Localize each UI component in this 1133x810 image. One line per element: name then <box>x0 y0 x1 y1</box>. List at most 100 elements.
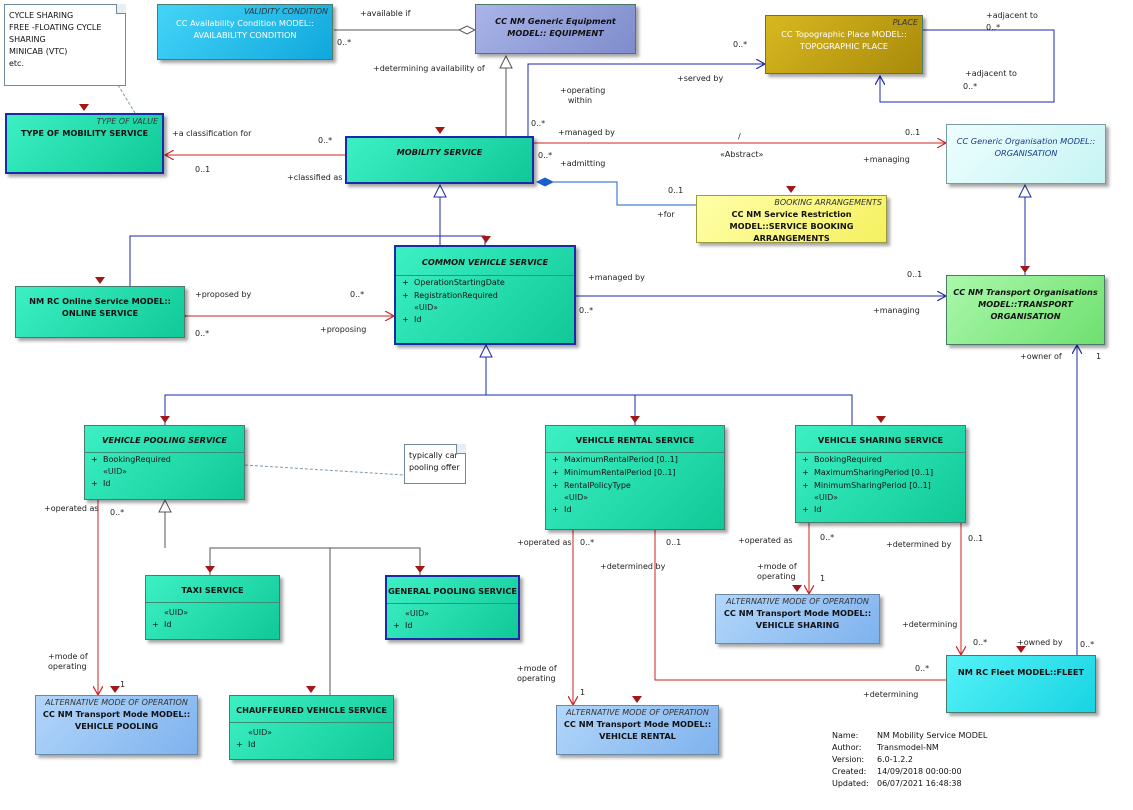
attribute-name: Id <box>814 505 822 514</box>
label-served-by: +served by <box>677 74 724 83</box>
class-title: VEHICLE RENTAL SERVICE <box>575 435 695 445</box>
class-title: CC NM Service Restriction MODEL::SERVICE… <box>729 209 854 243</box>
attribute-name: RegistrationRequired <box>414 291 498 300</box>
label-multiplicity: 0..* <box>820 533 835 542</box>
class-type-of-mobility-service[interactable]: TYPE OF VALUE TYPE OF MOBILITY SERVICE <box>5 113 164 174</box>
label-multiplicity: 0..* <box>986 23 1001 32</box>
class-title: VEHICLE SHARING SERVICE <box>817 435 944 445</box>
class-divider <box>387 603 518 604</box>
label-classification-for: +a classification for <box>172 129 252 138</box>
meta-updated: 06/07/2021 16:48:38 <box>877 779 962 788</box>
label-multiplicity: 1 <box>820 574 826 583</box>
label-operated-as: +operated as <box>738 536 793 545</box>
label-classified-as: +classified as <box>287 173 343 182</box>
class-vehicle-sharing-service[interactable]: VEHICLE SHARING SERVICE +BookingRequired… <box>795 425 966 523</box>
class-vehicle-pooling-service[interactable]: VEHICLE POOLING SERVICE +BookingRequired… <box>84 425 245 500</box>
class-taxi-service[interactable]: TAXI SERVICE «UID» +Id <box>145 575 280 640</box>
class-attribute: +BookingRequired <box>802 455 882 464</box>
attribute-name: Id <box>164 620 172 629</box>
class-transport-organisation[interactable]: CC NM Transport Organisations MODEL::TRA… <box>946 275 1105 345</box>
class-title: TAXI SERVICE <box>181 585 244 595</box>
assoc-rental-fleet <box>654 530 946 681</box>
label-operating-within: +operating within <box>560 86 606 105</box>
class-mobility-service[interactable]: MOBILITY SERVICE <box>345 136 534 184</box>
label-multiplicity: 0..1 <box>195 165 211 174</box>
label-multiplicity: 0..* <box>538 151 553 160</box>
label-multiplicity: 0..* <box>579 306 594 315</box>
note-line: SHARING <box>9 35 46 44</box>
class-availability-condition[interactable]: VALIDITY CONDITION CC Availability Condi… <box>157 4 333 60</box>
note-line: MINICAB (VTC) <box>9 47 68 56</box>
label-multiplicity: 0..1 <box>905 128 921 137</box>
class-marker <box>876 416 886 423</box>
class-title: CHAUFFEURED VEHICLE SERVICE <box>236 705 387 715</box>
class-topographic-place[interactable]: PLACE CC Topographic Place MODEL:: TOPOG… <box>765 15 923 74</box>
stereotype-label: ALTERNATIVE MODE OF OPERATION <box>566 708 709 717</box>
diagram-metadata: Name:NM Mobility Service MODEL Author:Tr… <box>832 730 987 790</box>
class-attribute: +Id <box>552 505 572 514</box>
class-alt-mode-vehicle-sharing[interactable]: ALTERNATIVE MODE OF OPERATION CC NM Tran… <box>715 594 880 644</box>
label-multiplicity: 0..* <box>915 664 930 673</box>
label-proposed-by: +proposed by <box>195 290 252 299</box>
class-attribute: +RentalPolicyType <box>552 481 631 490</box>
class-equipment[interactable]: CC NM Generic Equipment MODEL:: EQUIPMEN… <box>475 4 636 54</box>
class-booking-arrangements[interactable]: BOOKING ARRANGEMENTS CC NM Service Restr… <box>696 195 887 243</box>
label-determining: +determining <box>902 620 958 629</box>
class-general-pooling-service[interactable]: GENERAL POOLING SERVICE «UID» +Id <box>385 575 520 640</box>
class-online-service[interactable]: NM RC Online Service MODEL:: ONLINE SERV… <box>15 286 185 338</box>
label-owned-by: +owned by <box>1017 638 1063 647</box>
class-fleet[interactable]: NM RC Fleet MODEL::FLEET <box>946 655 1096 713</box>
class-common-vehicle-service[interactable]: COMMON VEHICLE SERVICE +OperationStartin… <box>394 245 576 345</box>
label-operated-as: +operated as <box>44 504 99 513</box>
label-multiplicity: 0..* <box>733 40 748 49</box>
label-multiplicity: 0..* <box>195 329 210 338</box>
class-marker <box>630 416 640 423</box>
label-abstract: «Abstract» <box>720 150 764 159</box>
class-title: CC NM Transport Mode MODEL:: VEHICLE POO… <box>42 709 191 731</box>
class-divider <box>796 452 965 453</box>
class-title: CC Topographic Place MODEL:: TOPOGRAPHIC… <box>781 29 907 51</box>
class-marker <box>481 236 491 243</box>
class-chauffeured-vehicle-service[interactable]: CHAUFFEURED VEHICLE SERVICE «UID» +Id <box>229 695 394 760</box>
class-alt-mode-vehicle-rental[interactable]: ALTERNATIVE MODE OF OPERATION CC NM Tran… <box>556 705 719 755</box>
class-title: MOBILITY SERVICE <box>396 147 483 157</box>
label-multiplicity: 1 <box>580 688 586 697</box>
label-managing: +managing <box>873 306 920 315</box>
class-alt-mode-vehicle-pooling[interactable]: ALTERNATIVE MODE OF OPERATION CC NM Tran… <box>35 695 198 755</box>
class-attribute: +Id <box>802 505 822 514</box>
attribute-name: Id <box>564 505 572 514</box>
assoc-ms-topographic <box>527 64 765 136</box>
attribute-name: OperationStartingDate <box>414 278 505 287</box>
note-line: CYCLE SHARING <box>9 11 74 20</box>
label-multiplicity: 0..* <box>531 119 546 128</box>
attribute-name: MinimumSharingPeriod [0..1] <box>814 481 931 490</box>
label-determining-availability: +determining availability of <box>373 64 485 73</box>
class-title: CC Generic Organisation MODEL:: ORGANISA… <box>956 136 1096 158</box>
note-anchor-car-pooling <box>244 464 405 476</box>
note-fold <box>456 444 466 454</box>
attribute-name: RentalPolicyType <box>564 481 631 490</box>
label-multiplicity: 0..* <box>580 538 595 547</box>
class-title: CC NM Transport Mode MODEL:: VEHICLE SHA… <box>723 608 872 630</box>
label-determined-by: +determined by <box>600 562 666 571</box>
class-marker <box>1020 266 1030 273</box>
class-title: CC NM Generic Equipment MODEL:: EQUIPMEN… <box>495 16 616 38</box>
label-multiplicity: 0..* <box>973 638 988 647</box>
label-operated-as: +operated as <box>517 538 572 547</box>
class-attribute: +Id <box>152 620 172 629</box>
class-attribute: +MaximumSharingPeriod [0..1] <box>802 468 934 477</box>
attribute-name: MinimumRentalPeriod [0..1] <box>564 468 676 477</box>
class-divider <box>85 452 244 453</box>
gen-pooling-subclasses <box>165 500 421 695</box>
class-marker <box>786 186 796 193</box>
class-organisation[interactable]: CC Generic Organisation MODEL:: ORGANISA… <box>946 124 1106 184</box>
meta-author: Transmodel-NM <box>877 743 939 752</box>
attribute-name: Id <box>248 740 256 749</box>
label-adjacent-to: +adjacent to <box>986 11 1038 20</box>
class-title: CC NM Transport Organisations MODEL::TRA… <box>953 287 1098 321</box>
meta-created: 14/09/2018 00:00:00 <box>877 767 962 776</box>
stereotype-label: VALIDITY CONDITION <box>244 7 328 16</box>
class-marker <box>632 696 642 703</box>
class-vehicle-rental-service[interactable]: VEHICLE RENTAL SERVICE +MaximumRentalPer… <box>545 425 725 530</box>
class-marker <box>1016 646 1026 653</box>
